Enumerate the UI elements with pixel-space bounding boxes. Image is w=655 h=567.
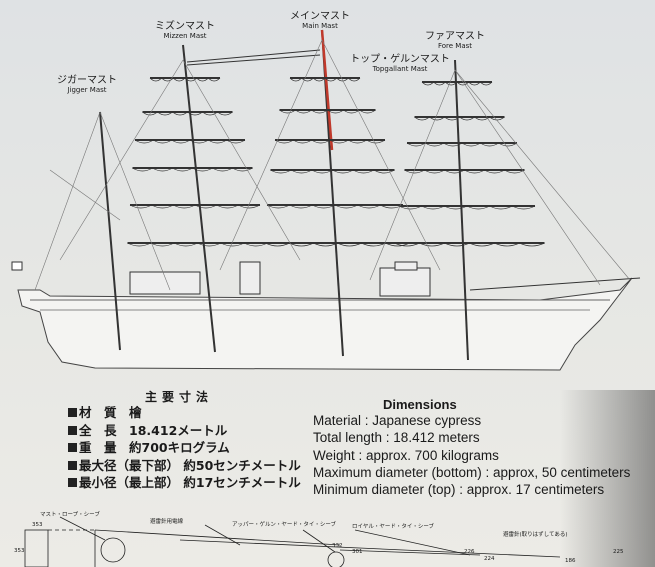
furled-sail (394, 242, 545, 247)
photo-shadow (560, 390, 655, 567)
jigger-mast (99, 111, 121, 351)
jp-item-value: 約700キログラム (129, 440, 230, 455)
drawing-number: 224 (484, 556, 495, 562)
jp-item-label: 最大径（最下部） (79, 457, 180, 473)
en-dimensions-list: Material : Japanese cypress Total length… (313, 412, 630, 498)
en-item: Maximum diameter (bottom) : approx, 50 c… (313, 464, 631, 480)
furled-sail (421, 81, 493, 86)
jp-item: 全 長 18.412メートル (68, 422, 301, 440)
furled-sail (289, 77, 361, 82)
furled-sail (149, 77, 221, 82)
en-item: Total length : 18.412 meters (313, 430, 480, 446)
deckhouse (394, 261, 418, 271)
mizzen-mast-label-jp: ミズンマスト (155, 21, 215, 32)
mizzen-mast-label: ミズンマスト Mizzen Mast (150, 21, 220, 40)
drawing-number: 353 (32, 522, 43, 528)
mast-detail-drawing (24, 516, 561, 567)
furled-sail (274, 139, 386, 144)
furled-sail (132, 167, 253, 172)
drawing-label: マスト・ロープ・シーブ (40, 512, 100, 518)
furled-sail (279, 109, 376, 114)
drawing-label: ロイヤル・ヤード・タイ・シーブ (352, 524, 435, 530)
furled-sail (129, 204, 261, 209)
drawing-label: アッパー・ゲルン・ヤード・タイ・シーブ (232, 522, 337, 528)
topgallant-mast-label-jp: トップ・ゲルンマスト (350, 54, 450, 65)
jigger-mast-label-en: Jigger Mast (67, 85, 107, 94)
jp-item: 最大径（最下部） 約50センチメートル (68, 457, 301, 475)
jp-item: 最小径（最上部） 約17センチメートル (68, 474, 301, 492)
furled-sail (270, 169, 395, 174)
drawing-label: 避雷針用電線 (150, 519, 184, 525)
mizzen-mast (182, 44, 216, 353)
bullet-square-icon (68, 443, 77, 452)
furled-sail (134, 139, 246, 144)
bullet-square-icon (68, 460, 77, 470)
drawing-label: 避雷針(取りはずしてある) (503, 532, 568, 538)
fore-mast-label-jp: ファアマスト (425, 31, 485, 42)
drawing-number: 225 (613, 549, 624, 555)
furled-sail (265, 242, 410, 247)
jp-item: 材 質 檜 (68, 404, 301, 422)
deckhouse (129, 271, 201, 295)
fore-mast-label-en: Fore Mast (437, 41, 473, 50)
bowsprit (469, 277, 641, 291)
en-item: Material : Japanese cypress (313, 413, 482, 428)
furled-sail (266, 204, 404, 209)
topgallant-mast-label-en: Topgallant Mast (372, 64, 428, 73)
jp-item-value: 18.412メートル (129, 422, 228, 438)
topgallant-mast-label: トップ・ゲルンマスト Topgallant Mast (350, 54, 450, 73)
main-mast-label-jp: メインマスト (290, 11, 350, 22)
drawing-number: 332 (332, 543, 343, 549)
main-mast-label: メインマスト Main Mast (285, 11, 355, 30)
jp-dimensions-list: 材 質 檜 全 長 18.412メートル 重 量 約700キログラム 最大径（最… (68, 404, 301, 492)
bullet-square-icon (68, 478, 77, 487)
drawing-number: 353 (14, 548, 25, 554)
bullet-square-icon (68, 425, 77, 435)
hull (17, 277, 633, 371)
jp-item-value: 檜 (129, 405, 142, 420)
flag (11, 261, 23, 271)
furled-sail (127, 242, 268, 247)
drawing-number: 226 (464, 549, 475, 555)
jp-item-label: 材 質 (79, 405, 117, 420)
drawing-number: 186 (565, 558, 576, 564)
furled-sail (398, 205, 536, 210)
topgallant-mast (320, 29, 334, 151)
jp-item-value: 約17センチメートル (183, 475, 301, 490)
furled-sail (142, 111, 233, 116)
en-dimensions-title: Dimensions (383, 397, 457, 412)
jigger-mast-label-jp: ジガーマスト (57, 75, 117, 86)
en-item: Minimum diameter (top) : approx. 17 cent… (313, 482, 605, 498)
furled-sail (404, 169, 525, 174)
deckhouse (379, 267, 431, 297)
jp-item-label: 最小径（最上部） (79, 475, 180, 490)
main-mast-label-en: Main Mast (302, 21, 338, 30)
jp-item-value: 約50センチメートル (183, 457, 301, 473)
jp-dimensions-title: 主要寸法 (145, 390, 214, 404)
deckhouse (239, 261, 261, 295)
en-item: Weight : approx. 700 kilograms (313, 447, 499, 463)
bullet-square-icon (68, 408, 77, 417)
jp-item: 重 量 約700キログラム (68, 439, 301, 457)
jp-item-label: 全 長 (79, 422, 117, 438)
drawing-number: 301 (352, 549, 363, 555)
fore-mast (454, 59, 469, 361)
fore-mast-label: ファアマスト Fore Mast (420, 31, 490, 50)
mizzen-mast-label-en: Mizzen Mast (163, 31, 207, 40)
jp-item-label: 重 量 (79, 440, 117, 455)
furled-sail (414, 116, 505, 121)
jigger-mast-label: ジガーマスト Jigger Mast (52, 75, 122, 94)
